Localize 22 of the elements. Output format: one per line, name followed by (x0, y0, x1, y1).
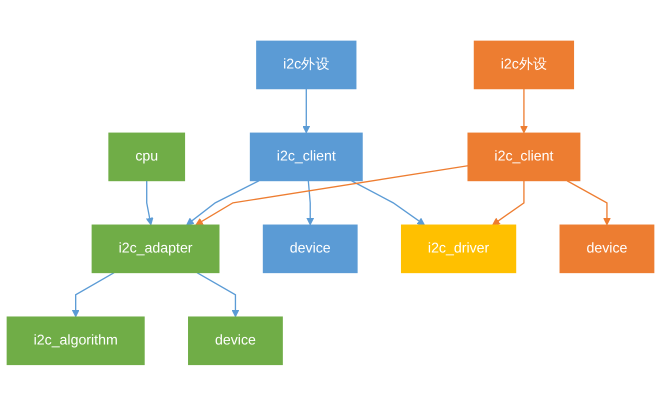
arrow (72, 272, 114, 318)
node-box: i2c_adapter (92, 224, 220, 274)
node-box: cpu (108, 132, 186, 182)
arrow (146, 180, 154, 226)
node-box: i2c_algorithm (6, 316, 145, 366)
node-box: i2c_client (467, 132, 580, 182)
node-box: i2c_driver (400, 224, 516, 274)
arrow (492, 180, 525, 226)
node-box: device (560, 224, 654, 274)
arrow (566, 180, 611, 226)
node-box: i2c外设 (256, 40, 356, 90)
arrow (196, 272, 240, 318)
node-box: i2c外设 (474, 40, 574, 90)
node-box: i2c_client (250, 132, 363, 182)
arrow (186, 180, 260, 226)
node-box: device (188, 316, 283, 366)
arrow (195, 165, 468, 226)
arrow (306, 180, 314, 226)
arrow (302, 88, 310, 134)
arrow (351, 180, 425, 226)
node-box: device (262, 224, 358, 274)
arrow (520, 88, 528, 134)
